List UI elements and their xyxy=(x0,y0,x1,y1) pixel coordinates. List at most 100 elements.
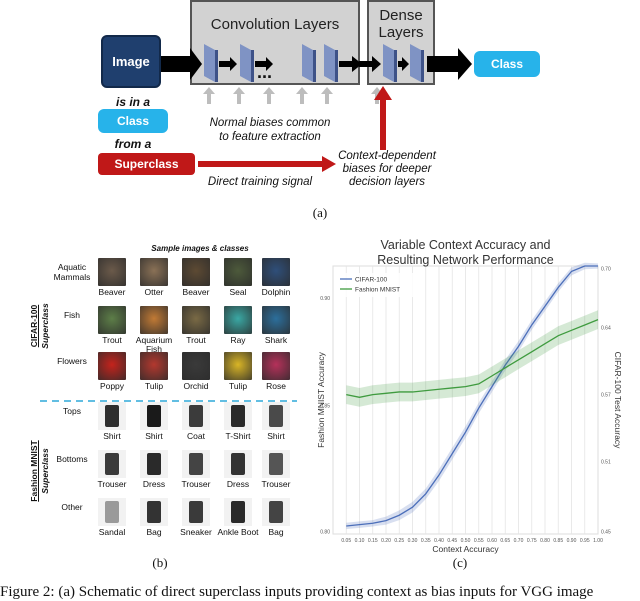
sample-thumbnail xyxy=(98,352,126,380)
context-biases-text: Context-dependent biases for deeper deci… xyxy=(338,150,436,188)
context-bias-arrows xyxy=(198,86,392,172)
sample-label: Shark xyxy=(264,335,288,345)
sample-label: Trouser xyxy=(181,479,211,489)
sample-label: Otter xyxy=(144,287,164,297)
x-tick-label: 0.45 xyxy=(447,538,457,544)
right-tick-label: 0.57 xyxy=(601,393,611,399)
garment-shape xyxy=(269,501,283,523)
sample-label: Tulip xyxy=(228,381,248,391)
convolution-layers-title: Convolution Layers xyxy=(210,16,340,33)
row-label: Flowers xyxy=(57,356,87,366)
x-tick-label: 0.25 xyxy=(394,538,404,544)
sample-thumbnail xyxy=(224,352,252,380)
output-arrow xyxy=(427,48,472,80)
sample-label: Rose xyxy=(266,381,286,391)
sample-label: Coat xyxy=(187,431,205,441)
garment-shape xyxy=(189,405,203,427)
network-flow-diagram xyxy=(160,44,472,172)
sample-label: Seal xyxy=(229,287,247,297)
x-tick-label: 0.95 xyxy=(580,538,590,544)
class-input-box: Class xyxy=(98,109,168,133)
direct-signal-text: Direct training signal xyxy=(207,176,313,188)
x-tick-label: 0.75 xyxy=(527,538,537,544)
from-a-text: from a xyxy=(114,137,152,151)
sample-thumbnail xyxy=(98,306,126,334)
legend-entry: Fashion MNIST xyxy=(355,287,400,294)
left-tick-label: 0.80 xyxy=(320,529,330,535)
sample-images-header: Sample images & classes xyxy=(151,244,249,253)
row-label: Bottoms xyxy=(56,454,88,464)
sample-label: Shirt xyxy=(103,431,121,441)
sample-label: Trout xyxy=(102,335,122,345)
sample-thumbnail xyxy=(182,306,210,334)
sample-label: Sandal xyxy=(98,527,126,537)
superclass-input-label: Superclass xyxy=(114,157,179,171)
x-tick-label: 0.55 xyxy=(474,538,484,544)
garment-shape xyxy=(105,501,119,523)
class-input-label: Class xyxy=(116,114,150,128)
sample-label: Dress xyxy=(142,479,166,489)
garment-shape xyxy=(231,453,245,475)
left-tick-label: 0.85 xyxy=(320,403,330,409)
caption-a: (a) xyxy=(312,205,328,220)
sample-label: Ray xyxy=(230,335,246,345)
right-axis-label: CIFAR-100 Test Accuracy xyxy=(613,352,623,449)
garment-shape xyxy=(231,405,245,427)
sample-label: Orchid xyxy=(183,381,209,391)
sample-thumbnail xyxy=(182,450,210,478)
sample-thumbnail xyxy=(262,498,290,526)
output-class-box: Class xyxy=(474,51,540,77)
sample-thumbnail xyxy=(98,402,126,430)
sample-thumbnail xyxy=(182,402,210,430)
right-tick-label: 0.51 xyxy=(601,460,611,466)
x-tick-label: 0.10 xyxy=(355,538,365,544)
garment-shape xyxy=(105,405,119,427)
image-label: Image xyxy=(112,54,150,69)
row-label: Tops xyxy=(63,406,81,416)
x-tick-label: 0.60 xyxy=(487,538,497,544)
right-tick-label: 0.45 xyxy=(601,529,611,535)
input-arrow xyxy=(160,48,202,80)
sample-label: Shirt xyxy=(267,431,285,441)
x-tick-label: 0.65 xyxy=(500,538,510,544)
garment-shape xyxy=(147,453,161,475)
sample-label: Bag xyxy=(268,527,284,537)
sample-label: Shirt xyxy=(145,431,163,441)
x-tick-label: 0.05 xyxy=(341,538,351,544)
x-tick-label: 0.85 xyxy=(553,538,563,544)
right-tick-label: 0.64 xyxy=(601,326,611,332)
sample-thumbnail xyxy=(140,258,168,286)
sample-label: Dress xyxy=(226,479,250,489)
sample-label: Poppy xyxy=(99,381,125,391)
left-tick-label: 0.90 xyxy=(320,296,330,302)
sample-label: Trouser xyxy=(261,479,291,489)
x-tick-label: 0.20 xyxy=(381,538,391,544)
garment-shape xyxy=(269,405,283,427)
inner-arrows xyxy=(219,56,409,72)
convolution-layers-box: Convolution Layers xyxy=(190,0,360,85)
sample-thumbnail xyxy=(224,498,252,526)
x-axis-label: Context Accuracy xyxy=(432,544,499,554)
sample-label: Aquarium Fish xyxy=(135,335,173,354)
row-label: Other xyxy=(61,502,83,512)
garment-shape xyxy=(189,453,203,475)
x-tick-label: 0.35 xyxy=(421,538,431,544)
sample-thumbnail xyxy=(182,352,210,380)
garment-shape xyxy=(269,453,283,475)
sample-label: Sneaker xyxy=(180,527,212,537)
chart-title-line: Resulting Network Performance xyxy=(377,253,554,267)
row-label: Aquatic Mammals xyxy=(53,262,91,282)
sample-thumbnail xyxy=(262,402,290,430)
dense-layers-title: Dense Layers xyxy=(378,7,424,41)
sample-label: Dolphin xyxy=(261,287,291,297)
garment-shape xyxy=(105,453,119,475)
sample-label: Ankle Boot xyxy=(217,527,259,537)
x-tick-label: 0.30 xyxy=(408,538,418,544)
sample-thumbnail xyxy=(262,450,290,478)
superclass-input-box: Superclass xyxy=(98,153,195,175)
x-tick-label: 0.40 xyxy=(434,538,444,544)
x-tick-label: 0.50 xyxy=(461,538,471,544)
sample-thumbnail xyxy=(262,352,290,380)
